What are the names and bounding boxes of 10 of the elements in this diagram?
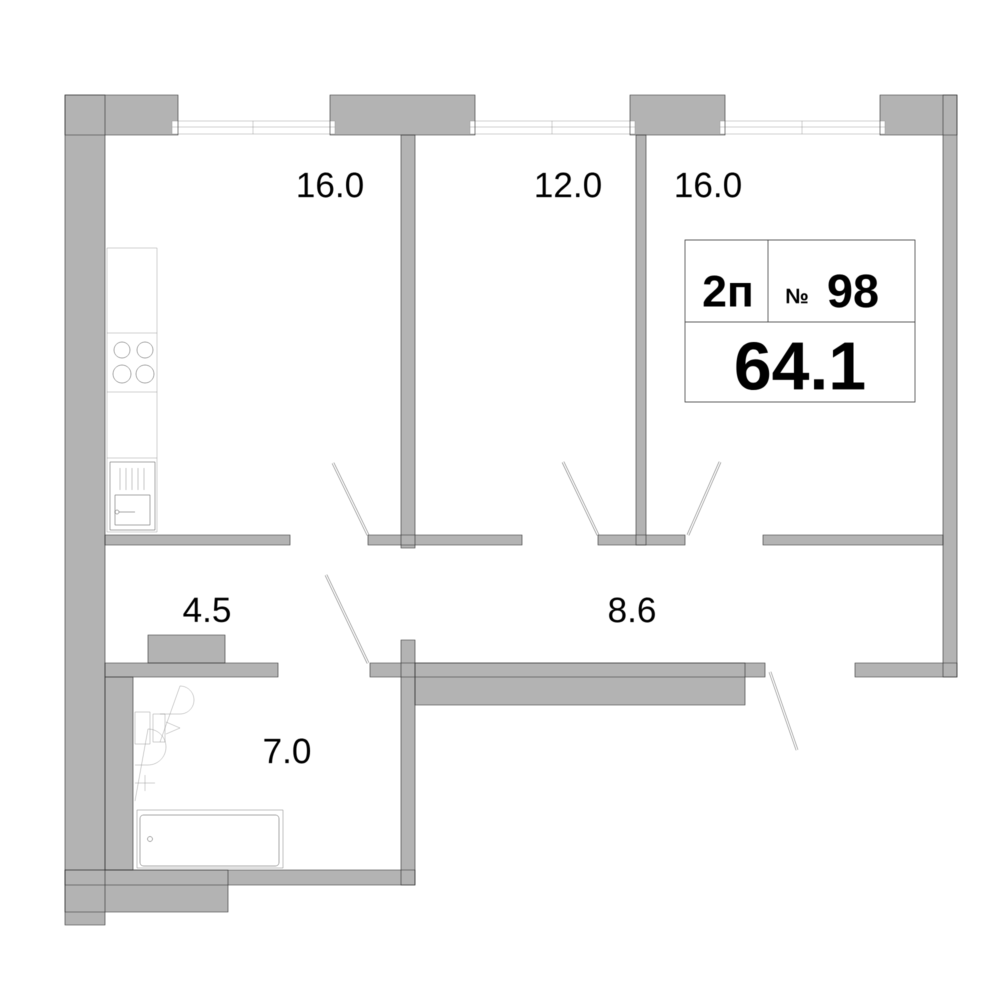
- apartment-number-label: 98: [828, 274, 878, 308]
- room-area-label: 4.5: [183, 598, 230, 622]
- room-area-label: 7.0: [264, 738, 310, 764]
- room-area-label: 16.0: [676, 172, 741, 198]
- apartment-type-label: 2п: [704, 275, 751, 307]
- room-area-label: 16.0: [298, 172, 363, 198]
- total-area-label: 64.1: [736, 342, 864, 390]
- room-area-label: 12.0: [536, 172, 601, 198]
- number-sign-label: №: [786, 288, 808, 304]
- room-area-label: 8.6: [609, 598, 655, 622]
